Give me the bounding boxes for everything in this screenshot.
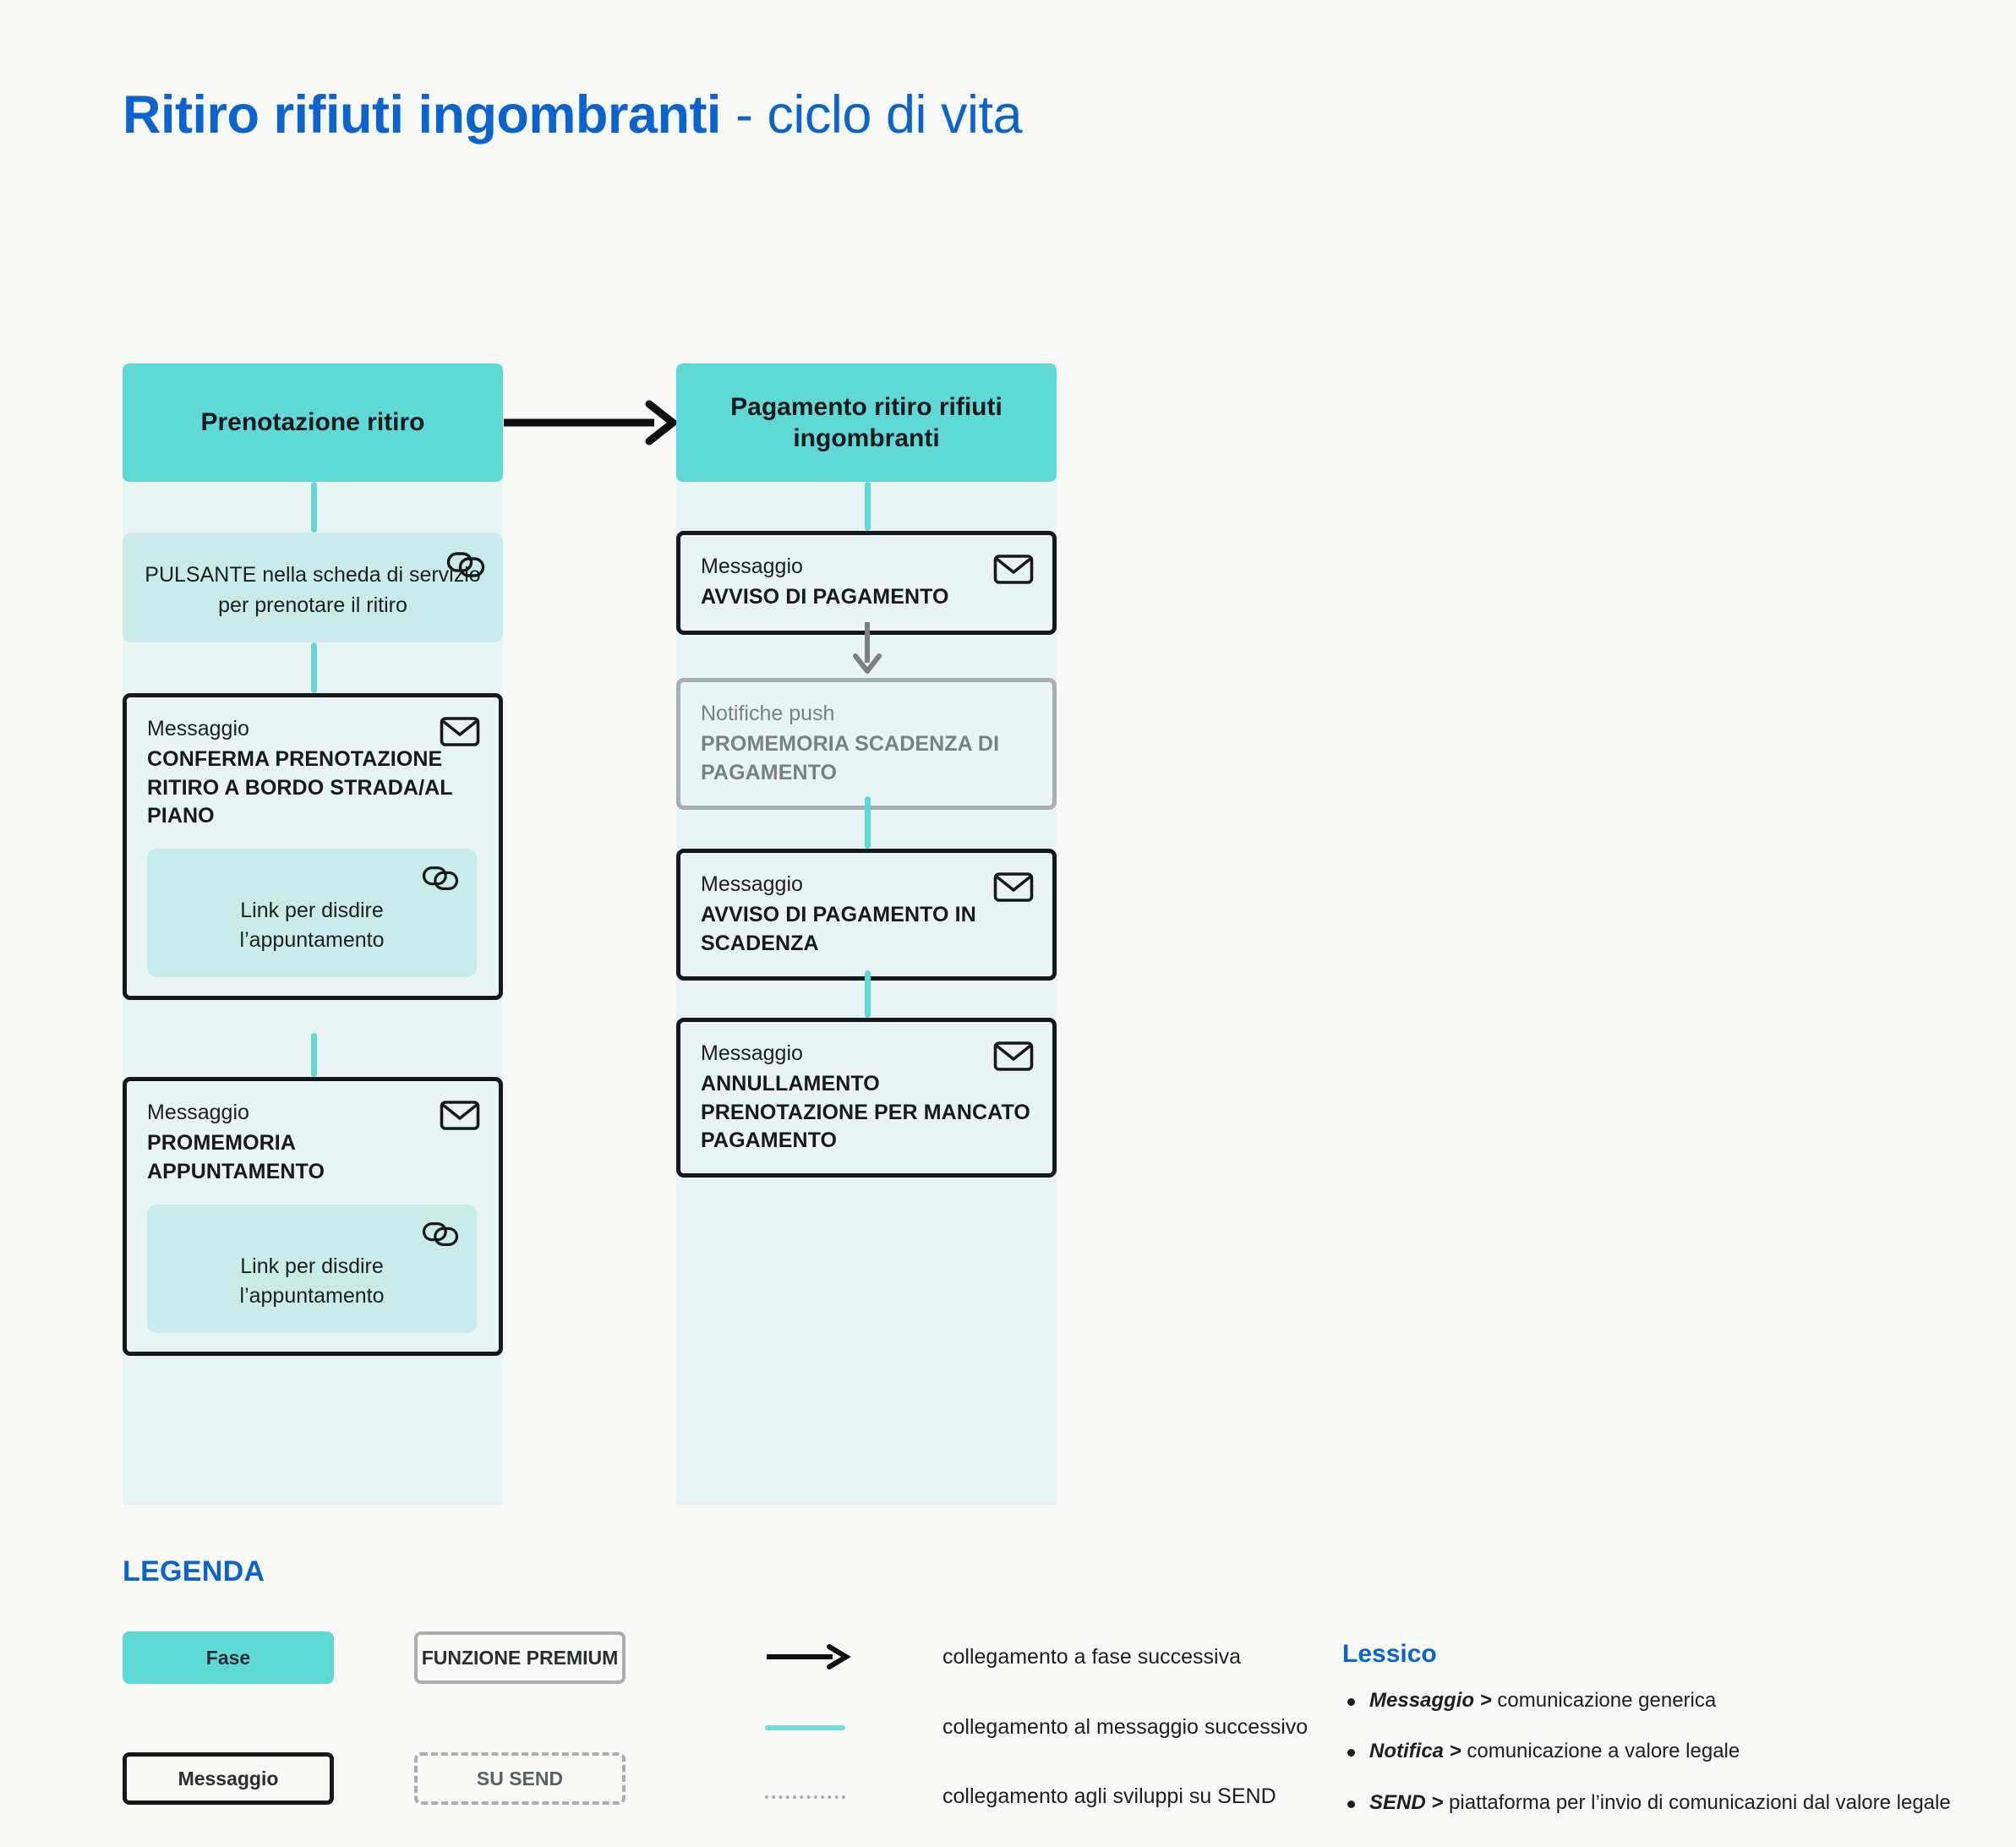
connector-teal: [311, 1033, 317, 1077]
legend-swatch-messaggio: Messaggio: [123, 1752, 334, 1805]
phase-header-label: Pagamento ritiro rifiuti ingombranti: [730, 392, 1003, 453]
lessico-item: Notifica > comunicazione a valore legale: [1342, 1738, 1985, 1765]
connector-gray-arrow: [850, 622, 884, 680]
legend-line-messaggio-successivo: collegamento al messaggio successivo: [765, 1710, 1308, 1744]
page-title-light: - ciclo di vita: [720, 85, 1023, 145]
soft-node-text: PULSANTE nella scheda di servizio per pr…: [145, 562, 481, 617]
legend-swatch-su-send: SU SEND: [414, 1752, 626, 1805]
card-title: PROMEMORIA SCADENZA DI PAGAMENTO: [701, 732, 1000, 784]
lessico-term: Messaggio >: [1369, 1689, 1492, 1712]
card-title: PROMEMORIA APPUNTAMENTO: [147, 1131, 325, 1183]
card-kicker: Messaggio: [147, 1101, 249, 1124]
phase-column-prenotazione: Prenotazione ritiro PULSANTE nella sched…: [123, 363, 503, 1505]
connector-teal: [311, 642, 317, 693]
card-kicker: Messaggio: [701, 1041, 803, 1065]
link-icon: [421, 862, 462, 896]
legend-swatch-funzione-premium: FUNZIONE PREMIUM: [414, 1631, 626, 1684]
envelope-icon: [993, 870, 1034, 904]
lessico-item: Messaggio > comunicazione generica: [1342, 1687, 1985, 1714]
lessico-list: Messaggio > comunicazione generica Notif…: [1342, 1687, 1985, 1817]
link-icon: [445, 548, 486, 582]
card-title: AVVISO DI PAGAMENTO: [701, 585, 949, 609]
legend-heading: LEGENDA: [123, 1555, 265, 1587]
legend-swatch-label: SU SEND: [476, 1767, 564, 1790]
card-kicker: Messaggio: [147, 717, 249, 740]
connector-teal: [865, 482, 871, 531]
lessico-definition: piattaforma per l’invio di comunicazioni…: [1443, 1790, 1951, 1814]
phase-column-pagamento: Pagamento ritiro rifiuti ingombranti Mes…: [676, 363, 1057, 1505]
card-kicker: Messaggio: [701, 872, 803, 896]
card-title: ANNULLAMENTO PRENOTAZIONE PER MANCATO PA…: [701, 1072, 1030, 1152]
page-title-bold: Ritiro rifiuti ingombranti: [123, 85, 721, 145]
message-card-promemoria-appuntamento[interactable]: Messaggio PROMEMORIA APPUNTAMENTO Link p…: [123, 1077, 503, 1356]
lessico-item: SEND > piattaforma per l’invio di comuni…: [1342, 1790, 1985, 1817]
link-icon: [421, 1218, 462, 1252]
legend-line-label: collegamento agli sviluppi su SEND: [942, 1784, 1276, 1808]
soft-node-pulsante[interactable]: PULSANTE nella scheda di servizio per pr…: [123, 533, 503, 642]
nested-link-text: Link per disdire l’appuntamento: [239, 899, 385, 952]
legend-line-sviluppi-send: collegamento agli sviluppi su SEND: [765, 1779, 1276, 1813]
black-arrow-icon: [765, 1644, 854, 1669]
legend-swatch-label: Fase: [205, 1646, 251, 1669]
legend-line-label: collegamento a fase successiva: [942, 1644, 1241, 1669]
phase-header-prenotazione[interactable]: Prenotazione ritiro: [123, 363, 503, 482]
envelope-icon: [993, 1039, 1034, 1073]
nested-link-box[interactable]: Link per disdire l’appuntamento: [147, 1204, 477, 1333]
phase-header-label: Prenotazione ritiro: [200, 408, 425, 437]
message-card-conferma-prenotazione[interactable]: Messaggio CONFERMA PRENOTAZIONE RITIRO A…: [123, 693, 503, 1000]
envelope-icon: [993, 552, 1034, 586]
card-kicker: Messaggio: [701, 555, 803, 578]
message-card-avviso-scadenza[interactable]: Messaggio AVVISO DI PAGAMENTO IN SCADENZ…: [676, 849, 1057, 981]
card-title: CONFERMA PRENOTAZIONE RITIRO A BORDO STR…: [147, 747, 453, 828]
lessico-definition: comunicazione generica: [1491, 1689, 1717, 1712]
message-card-avviso-pagamento[interactable]: Messaggio AVVISO DI PAGAMENTO: [676, 531, 1057, 635]
phase-header-pagamento[interactable]: Pagamento ritiro rifiuti ingombranti: [676, 363, 1057, 482]
dotted-line-icon: [765, 1784, 854, 1809]
card-title: AVVISO DI PAGAMENTO IN SCADENZA: [701, 903, 976, 955]
lessico-section: Lessico Messaggio > comunicazione generi…: [1342, 1640, 1985, 1840]
push-card-promemoria-scadenza[interactable]: Notifiche push PROMEMORIA SCADENZA DI PA…: [676, 678, 1057, 810]
lessico-heading: Lessico: [1342, 1640, 1437, 1668]
nested-link-box[interactable]: Link per disdire l’appuntamento: [147, 849, 477, 977]
legend-swatch-label: Messaggio: [178, 1767, 279, 1790]
page-title: Ritiro rifiuti ingombranti - ciclo di vi…: [123, 85, 1023, 145]
lessico-term: Notifica >: [1369, 1740, 1461, 1763]
card-kicker: Notifiche push: [701, 702, 835, 725]
legend-swatch-fase: Fase: [123, 1631, 334, 1684]
phase-transition-arrow: [504, 397, 680, 448]
envelope-icon: [440, 714, 480, 748]
envelope-icon: [440, 1098, 480, 1132]
legend-swatch-label: FUNZIONE PREMIUM: [421, 1646, 619, 1669]
connector-teal: [865, 796, 871, 849]
connector-teal: [311, 482, 317, 533]
message-card-annullamento-prenotazione[interactable]: Messaggio ANNULLAMENTO PRENOTAZIONE PER …: [676, 1018, 1057, 1178]
connector-teal: [865, 970, 871, 1018]
legend-line-label: collegamento al messaggio successivo: [942, 1714, 1308, 1739]
legend-line-fase-successiva: collegamento a fase successiva: [765, 1640, 1241, 1674]
lessico-definition: comunicazione a valore legale: [1461, 1740, 1740, 1763]
lessico-term: SEND >: [1369, 1790, 1444, 1814]
nested-link-text: Link per disdire l’appuntamento: [239, 1254, 385, 1308]
teal-line-icon: [765, 1714, 854, 1740]
